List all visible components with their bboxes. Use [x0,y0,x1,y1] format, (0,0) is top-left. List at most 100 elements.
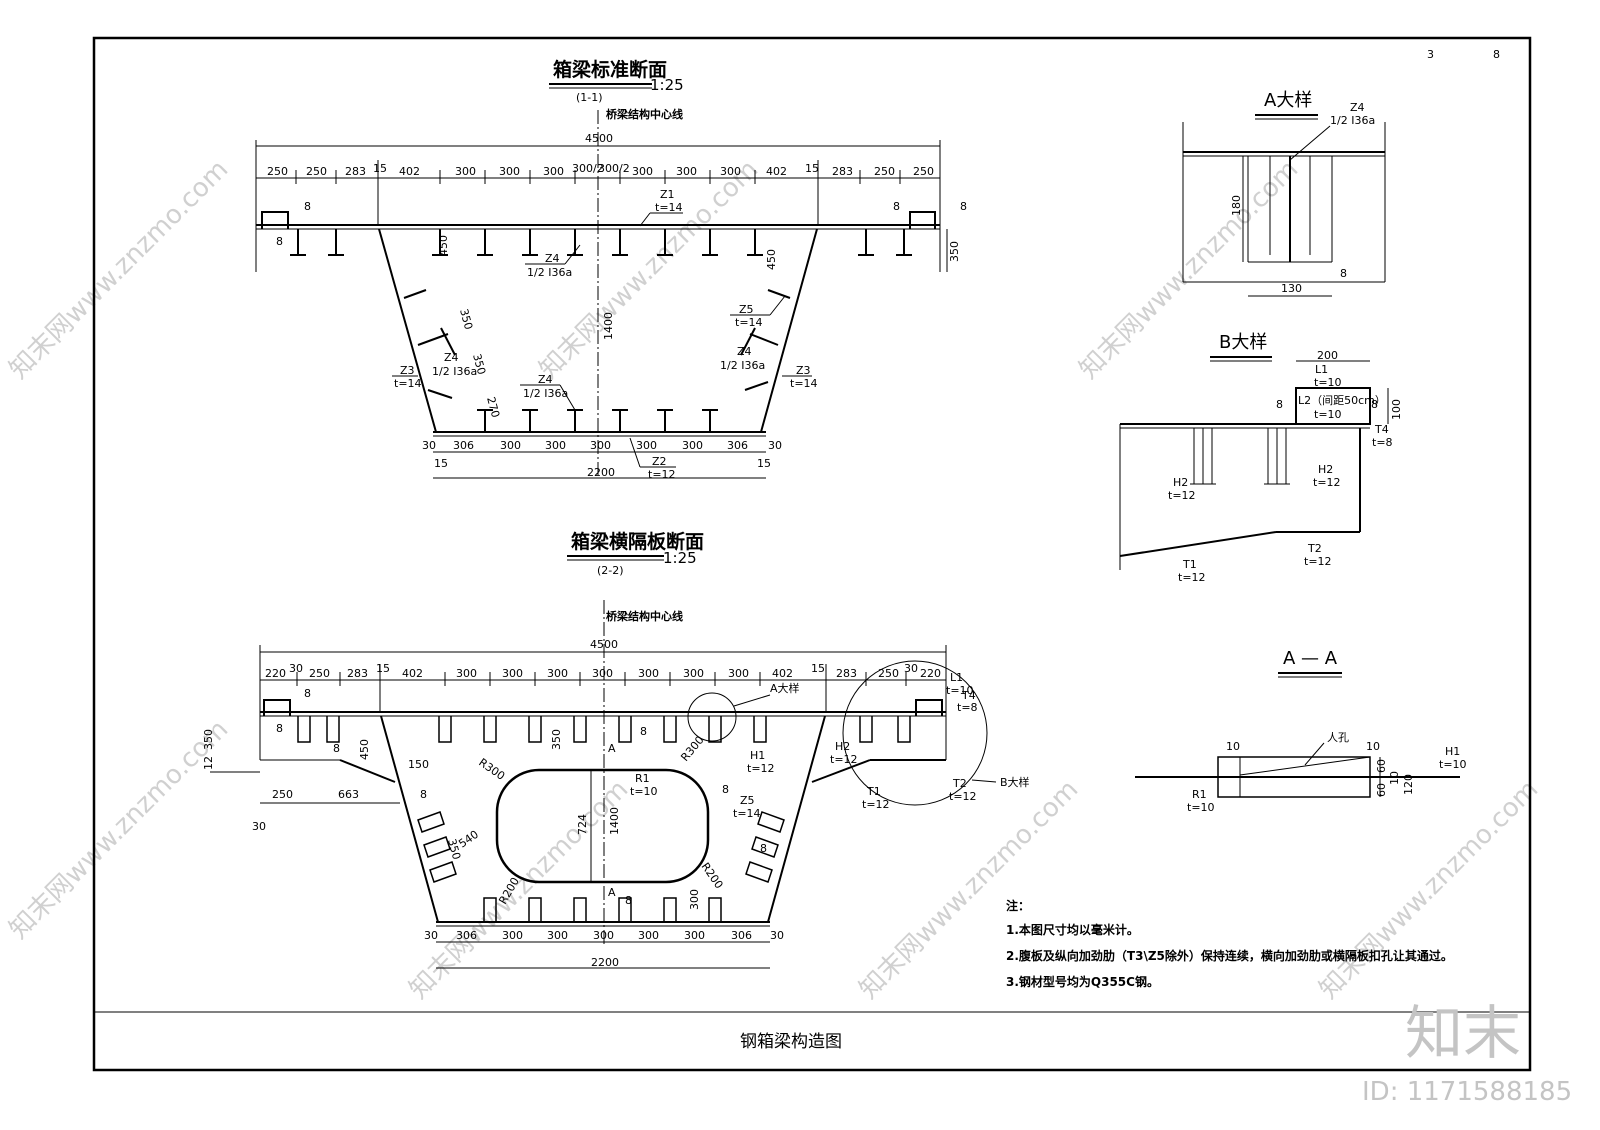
leader-line [1304,742,1325,766]
overall-width: 4500 [590,638,618,651]
top-dim: 300 [456,667,477,680]
detail-b-height: 100 [1390,399,1403,420]
bottom-dim: 30 [422,439,436,452]
top-dim: 300/2 [598,162,630,175]
top-dim: 300 [728,667,749,680]
web-stiffeners [403,289,791,399]
manhole-label: 人孔 [1327,731,1349,744]
weld-size: 8 [760,842,767,855]
page-mark-2: 8 [1493,48,1500,61]
bottom-dim: 30 [424,929,438,942]
left-edge-block [263,699,291,716]
side-dim: 12 [202,756,215,770]
detail-b-ref: B大样 [1000,775,1030,789]
top-dim: 15 [376,662,390,675]
top-dim: 250 [306,165,327,178]
bottom-width: 2200 [591,956,619,969]
hole-height: 724 [576,814,589,835]
z4-label: Z4 [444,351,459,364]
section-2-code: (2-2) [597,564,624,577]
side-dim: 350 [445,837,463,861]
top-dim: 220 [265,667,286,680]
cantilever-bottom-flange [339,759,396,783]
bottom-dim: 300 [502,929,523,942]
weld-size: 8 [333,742,340,755]
r1-label: R1 [635,772,650,785]
z5-thickness: t=14 [735,316,763,329]
h2-thickness: t=12 [1313,476,1341,489]
right-web-plate [767,715,826,923]
top-dim: 250 [309,667,330,680]
bottom-dim: 300 [593,929,614,942]
detail-a-title: A大样 [1264,90,1312,111]
l1-thickness: t=10 [946,684,974,697]
side-dim: 30 [252,820,266,833]
section-1-centerline-label: 桥梁结构中心线 [606,107,683,121]
bottom-dim: 306 [727,439,748,452]
z3-thickness: t=14 [394,377,422,390]
aa-manhole-edge [1239,756,1371,776]
l1-label: L1 [950,671,963,684]
side-dim: 663 [338,788,359,801]
leader-line [1289,125,1331,161]
top-dim: 300 [720,165,741,178]
top-dim: 220 [920,667,941,680]
detail-b-title: B大样 [1219,332,1267,353]
detail-b: B大样 200 L1 t=10 L2（间距50cm） t=10 100 8 8 … [1119,332,1403,584]
top-dim: 30 [289,662,303,675]
weld-size: 8 [625,894,632,907]
aa-manhole [1217,756,1371,798]
side-dim: 300 [688,889,701,910]
top-dim: 300 [638,667,659,680]
section-2-centerline-label: 桥梁结构中心线 [606,609,683,623]
l1-thickness: t=10 [1314,376,1342,389]
ibeam-section [1248,156,1332,263]
leader-line [564,244,581,265]
box-height: 1400 [602,312,615,340]
rib-cutouts [297,716,911,922]
top-dim: 300 [547,667,568,680]
bottom-dim-labels: 30 306 300 300 300 300 300 306 30 2200 [424,929,784,969]
top-dim: 283 [832,165,853,178]
z1-label: Z1 [660,188,675,201]
t1-thickness: t=12 [1178,571,1206,584]
side-dim: 250 [272,788,293,801]
top-dim: 402 [766,165,787,178]
bottom-dim: 300 [590,439,611,452]
web-dim: 350 [457,307,475,331]
bottom-dim: 30 [768,439,782,452]
page-mark-1: 3 [1427,48,1434,61]
top-dim-labels: 220 30 250 283 15 402 300 300 300 300 30… [265,662,941,680]
top-dim: 300/2 [572,162,604,175]
weld-size: 8 [304,200,311,213]
t1-thickness: t=12 [862,798,890,811]
bottom-dim: 306 [731,929,752,942]
detail-b-width: 200 [1317,349,1338,362]
top-dim: 300 [592,667,613,680]
t1-label: T1 [866,785,881,798]
l2-thickness: t=10 [1314,408,1342,421]
top-dim: 283 [345,165,366,178]
bottom-dim: 300 [500,439,521,452]
top-dim: 300 [455,165,476,178]
aa-dim: 10 [1388,771,1401,785]
h2-thickness: t=12 [830,753,858,766]
section-1-1: 箱梁标准断面 1:25 (1-1) 桥梁结构中心线 4500 250 250 2… [255,58,967,481]
notes: 注： 1.本图尺寸均以毫米计。 2.腹板及纵向加劲肋（T3\Z5除外）保持连续，… [1006,898,1453,989]
bottom-dim-labels: 30 306 300 300 300 300 300 306 30 15 15 … [422,439,782,479]
top-dim: 250 [878,667,899,680]
bottom-dim: 300 [682,439,703,452]
top-dim: 300 [632,165,653,178]
bottom-dim: 306 [456,929,477,942]
weld-size: 8 [420,788,427,801]
detail-a-label: Z4 [1350,101,1365,114]
t2-label: T2 [1307,542,1322,555]
top-dim: 300 [502,667,523,680]
right-edge-block [909,211,936,229]
bottom-small-dim: 15 [434,457,448,470]
overall-width: 4500 [585,132,613,145]
watermark-text: 知末网www.znzmo.com [4,714,235,945]
web-dim: 350 [470,352,488,376]
aa-marker: A [608,886,616,899]
top-dim: 300 [499,165,520,178]
